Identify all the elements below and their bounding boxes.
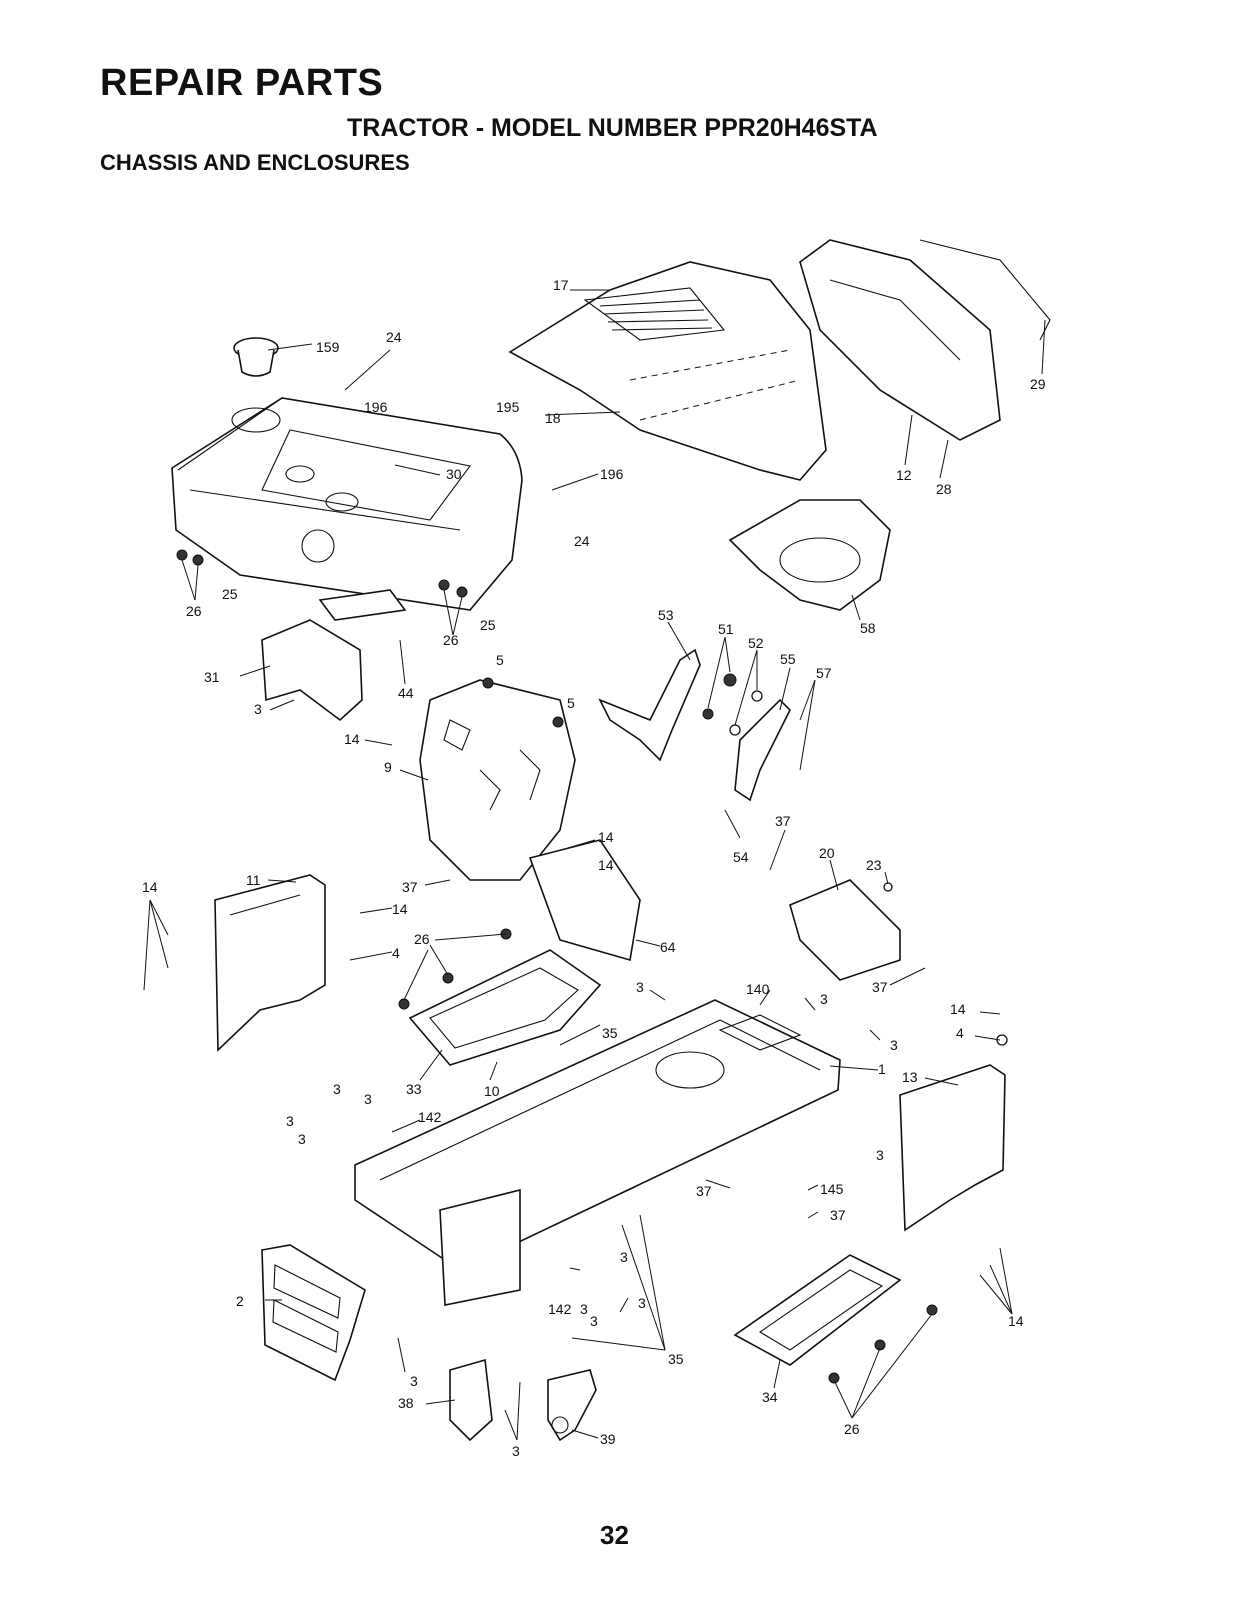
part-9-dash-tower	[420, 680, 575, 880]
callout-5: 5	[567, 695, 575, 711]
callout-3: 3	[364, 1091, 372, 1107]
callout-24: 24	[386, 329, 402, 345]
callout-3: 3	[298, 1131, 306, 1147]
callout-9: 9	[384, 759, 392, 775]
callout-14: 14	[598, 829, 614, 845]
callout-195: 195	[496, 399, 520, 415]
callout-58: 58	[860, 620, 876, 636]
callout-3: 3	[286, 1113, 294, 1129]
callout-3: 3	[512, 1443, 520, 1459]
part-17-hood	[510, 262, 826, 480]
callout-54: 54	[733, 849, 749, 865]
callout-18: 18	[545, 410, 561, 426]
callout-14: 14	[344, 731, 360, 747]
callout-14: 14	[598, 857, 614, 873]
callout-25: 25	[480, 617, 496, 633]
callout-33: 33	[406, 1081, 422, 1097]
callout-37: 37	[830, 1207, 846, 1223]
part-31-bracket	[262, 620, 362, 720]
callout-13: 13	[902, 1069, 918, 1085]
callout-26: 26	[443, 632, 459, 648]
part-39-bracket	[548, 1370, 596, 1440]
callout-20: 20	[819, 845, 835, 861]
callout-14: 14	[950, 1001, 966, 1017]
part-58-shroud	[730, 500, 890, 610]
callout-28: 28	[936, 481, 952, 497]
part-34-footrest	[735, 1255, 900, 1365]
callout-34: 34	[762, 1389, 778, 1405]
callout-55: 55	[780, 651, 796, 667]
callout-52: 52	[748, 635, 764, 651]
callout-3: 3	[876, 1147, 884, 1163]
part-2-front-bracket	[262, 1245, 365, 1380]
callout-10: 10	[484, 1083, 500, 1099]
part-1-frame	[355, 1000, 840, 1305]
part-38-bracket	[450, 1360, 492, 1440]
callout-44: 44	[398, 685, 414, 701]
callout-14: 14	[392, 901, 408, 917]
callout-39: 39	[600, 1431, 616, 1447]
callout-11: 11	[246, 872, 261, 888]
callout-159: 159	[316, 339, 340, 355]
part-53-bracket	[600, 650, 700, 760]
part-20-plate	[790, 880, 900, 980]
callout-196: 196	[364, 399, 388, 415]
callout-3: 3	[580, 1301, 588, 1317]
callout-3: 3	[638, 1295, 646, 1311]
callout-3: 3	[410, 1373, 418, 1389]
callout-24: 24	[574, 533, 590, 549]
part-64-support	[530, 840, 640, 960]
callout-38: 38	[398, 1395, 414, 1411]
callout-3: 3	[590, 1313, 598, 1329]
callout-14: 14	[1008, 1313, 1024, 1329]
callout-5: 5	[496, 652, 504, 668]
callout-57: 57	[816, 665, 832, 681]
callout-12: 12	[896, 467, 912, 483]
callout-2: 2	[236, 1293, 244, 1309]
part-30-dash-panel	[172, 398, 522, 610]
callout-3: 3	[620, 1249, 628, 1265]
callout-3: 3	[636, 979, 644, 995]
callout-53: 53	[658, 607, 674, 623]
callout-37: 37	[402, 879, 418, 895]
callout-26: 26	[844, 1421, 860, 1437]
callout-196: 196	[600, 466, 624, 482]
part-55-pedal-link	[735, 700, 790, 800]
part-13-right-fender-panel	[900, 1065, 1005, 1230]
callout-35: 35	[602, 1025, 618, 1041]
callout-17: 17	[553, 277, 569, 293]
callout-3: 3	[890, 1037, 898, 1053]
callout-3: 3	[820, 991, 828, 1007]
callout-51: 51	[718, 621, 734, 637]
part-11-left-fender-panel	[215, 875, 325, 1050]
callout-64: 64	[660, 939, 676, 955]
callout-30: 30	[446, 466, 462, 482]
callout-26: 26	[186, 603, 202, 619]
callout-140: 140	[746, 981, 770, 997]
part-44-plate	[320, 590, 405, 620]
page-number: 32	[600, 1520, 629, 1551]
callout-14: 14	[142, 879, 158, 895]
callout-37: 37	[775, 813, 791, 829]
callout-31: 31	[204, 669, 220, 685]
callout-3: 3	[254, 701, 262, 717]
callout-25: 25	[222, 586, 238, 602]
callout-37: 37	[696, 1183, 712, 1199]
callout-3: 3	[333, 1081, 341, 1097]
callout-26: 26	[414, 931, 430, 947]
part-159-fuel-cap	[234, 338, 278, 376]
callout-4: 4	[392, 945, 400, 961]
callout-145: 145	[820, 1181, 844, 1197]
part-29-grille	[800, 240, 1050, 440]
callout-29: 29	[1030, 376, 1046, 392]
callout-1: 1	[878, 1061, 886, 1077]
callout-4: 4	[956, 1025, 964, 1041]
part-33-footrest	[410, 950, 600, 1065]
callout-142: 142	[548, 1301, 572, 1317]
callout-37: 37	[872, 979, 888, 995]
callout-142: 142	[418, 1109, 442, 1125]
callout-35: 35	[668, 1351, 684, 1367]
callout-23: 23	[866, 857, 882, 873]
